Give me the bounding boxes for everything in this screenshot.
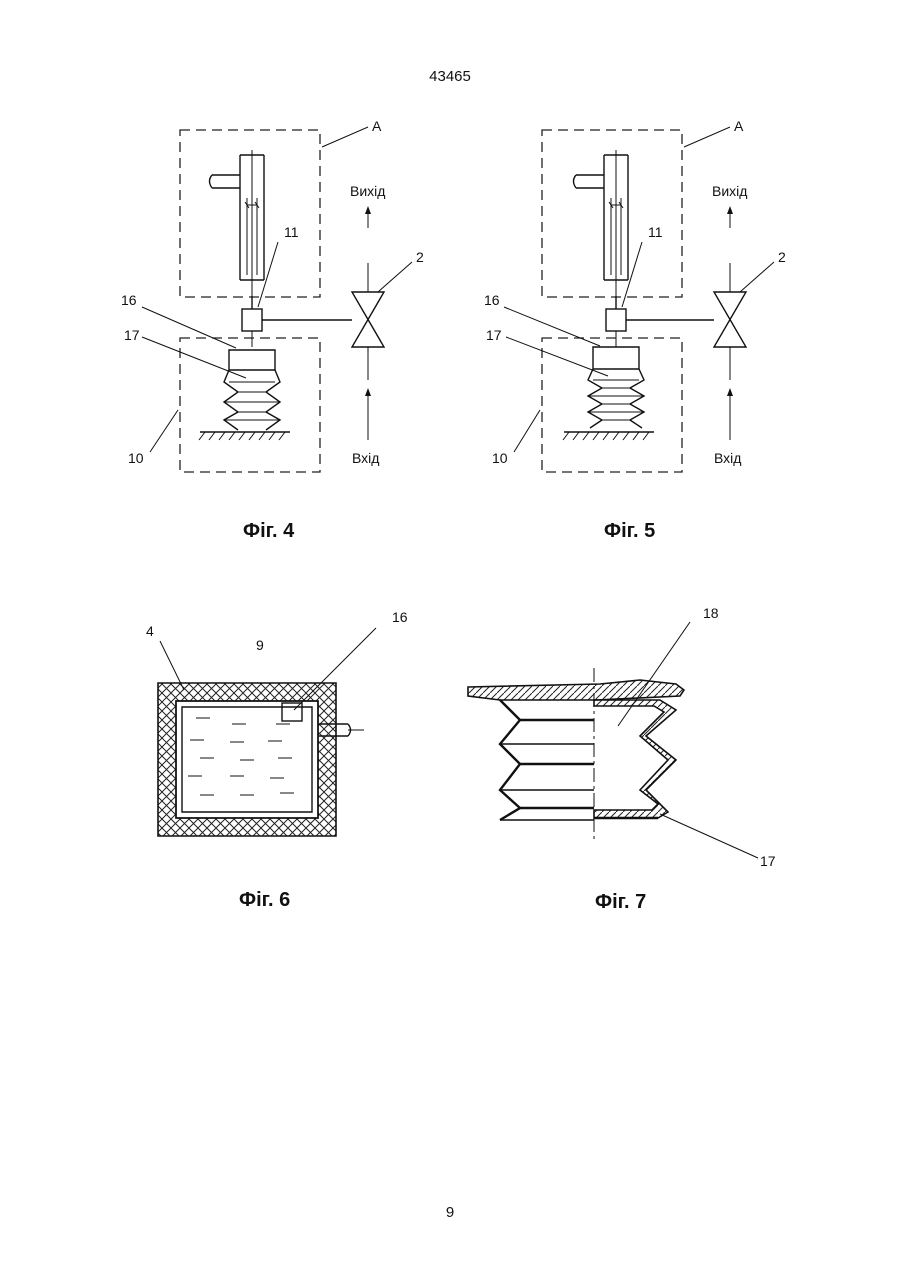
label-17: 17	[124, 327, 140, 343]
label-9: 9	[256, 637, 264, 653]
label-in: Вхід	[714, 450, 741, 466]
sensor-11	[606, 309, 626, 331]
bellows-wall-17	[594, 700, 676, 818]
valve-2	[714, 292, 746, 347]
label-4: 4	[146, 623, 154, 639]
label-16: 16	[484, 292, 500, 308]
figure-7: 18 17 Фіг. 7	[468, 605, 776, 913]
cap-16	[593, 347, 639, 369]
bellows-17	[588, 369, 644, 428]
label-11: 11	[648, 224, 663, 240]
figure-4-caption: Фіг. 4	[243, 520, 295, 542]
valve-2	[352, 292, 384, 347]
figure-5: А Вихід 11 2 16 17 Вхід 10 Фіг. 5	[484, 118, 786, 542]
label-2: 2	[416, 249, 424, 265]
figure-5-caption: Фіг. 5	[604, 520, 655, 542]
label-in: Вхід	[352, 450, 379, 466]
figure-4: А Вихід 11 2 16 17 Вхід 10 Фіг. 4	[121, 118, 424, 542]
label-10: 10	[128, 450, 144, 466]
tube-assembly	[210, 150, 265, 300]
figure-6: 4 9 16 Фіг. 6	[146, 609, 408, 911]
figure-7-caption: Фіг. 7	[595, 891, 646, 913]
label-11: 11	[284, 224, 299, 240]
sensor-11	[242, 309, 262, 331]
bellows-left-profile	[500, 700, 520, 820]
inlet-arrow	[365, 388, 371, 396]
label-a: А	[734, 118, 744, 134]
label-17: 17	[486, 327, 502, 343]
label-2: 2	[778, 249, 786, 265]
outlet-arrow	[727, 206, 733, 214]
label-16: 16	[392, 609, 408, 625]
cap-16	[229, 350, 275, 370]
label-17: 17	[760, 853, 776, 869]
figure-6-caption: Фіг. 6	[239, 889, 290, 911]
block-10-frame	[180, 338, 320, 472]
label-a: А	[372, 118, 382, 134]
mounting-plate	[468, 680, 684, 700]
label-18: 18	[703, 605, 719, 621]
block-10-frame	[542, 338, 682, 472]
inlet-arrow	[727, 388, 733, 396]
bellows-17	[224, 370, 280, 430]
page-number: 9	[0, 1204, 900, 1221]
liquid-level-marks	[188, 718, 294, 795]
label-10: 10	[492, 450, 508, 466]
label-out: Вихід	[350, 183, 385, 199]
label-out: Вихід	[712, 183, 747, 199]
outlet-arrow	[365, 206, 371, 214]
label-16: 16	[121, 292, 137, 308]
tube-assembly	[574, 150, 629, 300]
